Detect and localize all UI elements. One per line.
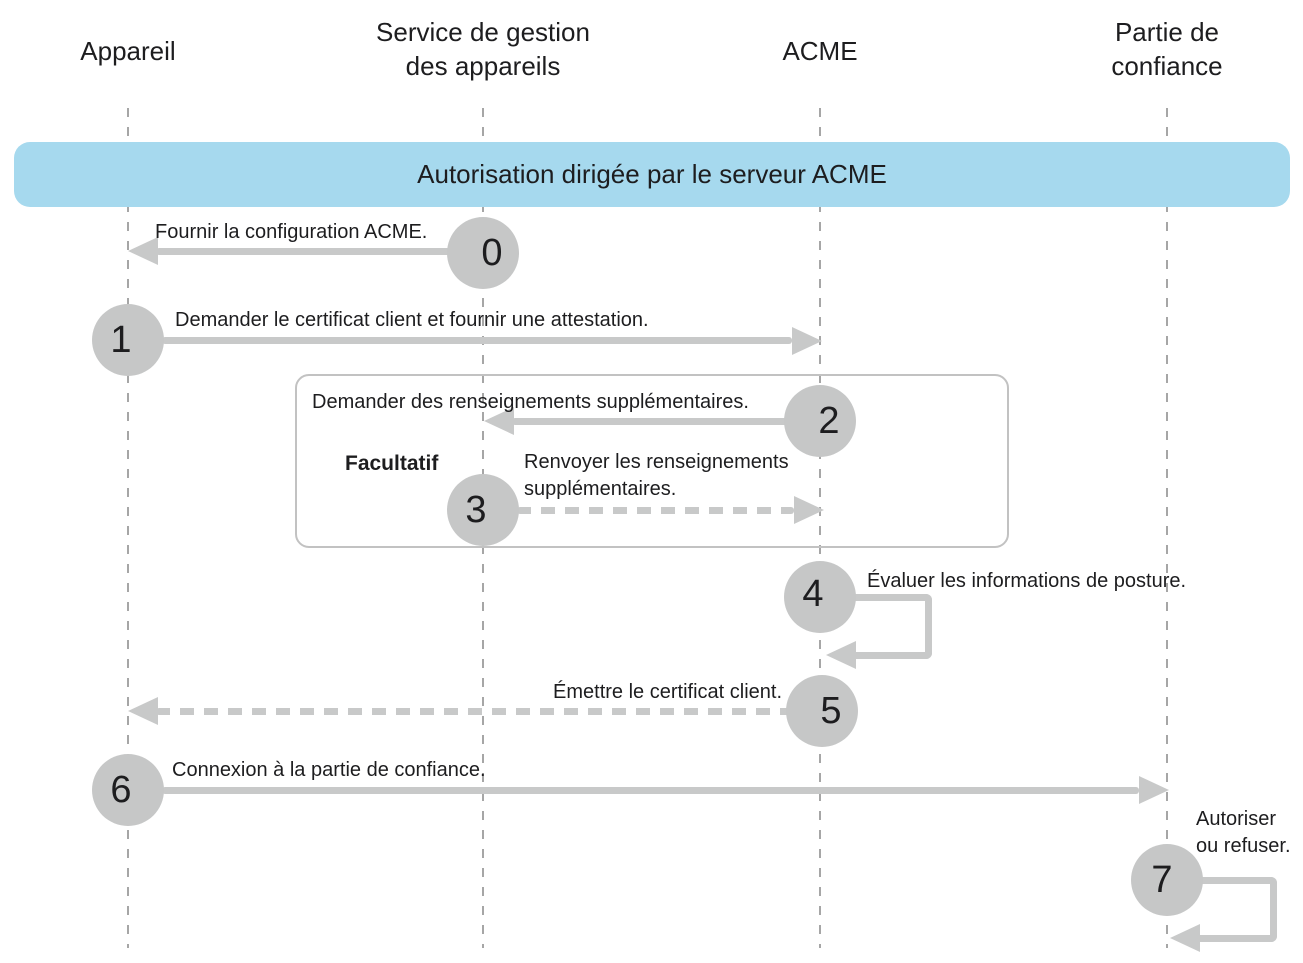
message-label-step-7: Autoriser ou refuser. <box>1196 808 1291 857</box>
step-circle-1: 1 <box>92 304 164 376</box>
lifeline-partie-confiance <box>1166 108 1168 948</box>
step-number-4: 4 <box>802 572 824 615</box>
step-number-1: 1 <box>110 318 132 361</box>
lifeline-acme <box>819 108 821 948</box>
step-circle-0: 0 <box>447 217 519 289</box>
arrowhead-step-1 <box>792 327 822 355</box>
step-number-5: 5 <box>820 689 842 732</box>
arrow-line-step-0 <box>156 248 455 255</box>
step-number-7: 7 <box>1151 858 1173 901</box>
actor-label-service-gestion: Service de gestion des appareils <box>376 17 590 81</box>
message-label-step-2: Demander des renseignements supplémentai… <box>312 391 749 413</box>
arrowhead-step-3 <box>794 496 824 524</box>
step-number-3: 3 <box>465 488 487 531</box>
arrow-line-step-1 <box>162 337 792 344</box>
message-label-step-4: Évaluer les informations de posture. <box>867 570 1187 592</box>
self-loop-step-7 <box>1197 877 1277 942</box>
step-number-0: 0 <box>481 231 503 274</box>
message-label-step-3: Renvoyer les renseignements supplémentai… <box>524 451 789 500</box>
message-label-step-0: Fournir la configuration ACME. <box>155 221 428 243</box>
arrowhead-step-0 <box>128 237 158 265</box>
message-label-step-5: Émettre le certificat client. <box>553 681 782 703</box>
arrowhead-step-6 <box>1139 776 1169 804</box>
step-number-2: 2 <box>818 399 840 442</box>
arrowhead-step-7 <box>1170 924 1200 952</box>
phase-banner: Autorisation dirigée par le serveur ACME <box>14 142 1290 207</box>
step-circle-6: 6 <box>92 754 164 826</box>
optional-group-box <box>295 374 1009 548</box>
self-loop-step-4 <box>852 594 932 659</box>
arrowhead-step-2 <box>484 407 514 435</box>
step-circle-3: 3 <box>447 474 519 546</box>
step-circle-2: 2 <box>784 385 856 457</box>
arrowhead-step-4 <box>826 641 856 669</box>
arrow-line-step-5 <box>156 708 790 715</box>
step-number-6: 6 <box>110 768 132 811</box>
actor-label-acme: ACME <box>782 36 858 66</box>
arrow-line-step-6 <box>162 787 1139 794</box>
phase-banner-title: Autorisation dirigée par le serveur ACME <box>417 159 887 189</box>
lifeline-appareil <box>127 108 129 948</box>
actor-label-partie-confiance: Partie de confiance <box>1111 17 1223 81</box>
optional-group-label: Facultatif <box>345 452 439 475</box>
actor-label-appareil: Appareil <box>80 36 176 66</box>
step-circle-4: 4 <box>784 561 856 633</box>
arrowhead-step-5 <box>128 697 158 725</box>
arrow-line-step-2 <box>512 418 788 425</box>
message-label-step-1: Demander le certificat client et fournir… <box>175 309 649 331</box>
step-circle-5: 5 <box>786 675 858 747</box>
arrow-line-step-3 <box>517 507 794 514</box>
message-label-step-6: Connexion à la partie de confiance. <box>172 759 486 781</box>
step-circle-7: 7 <box>1131 844 1203 916</box>
